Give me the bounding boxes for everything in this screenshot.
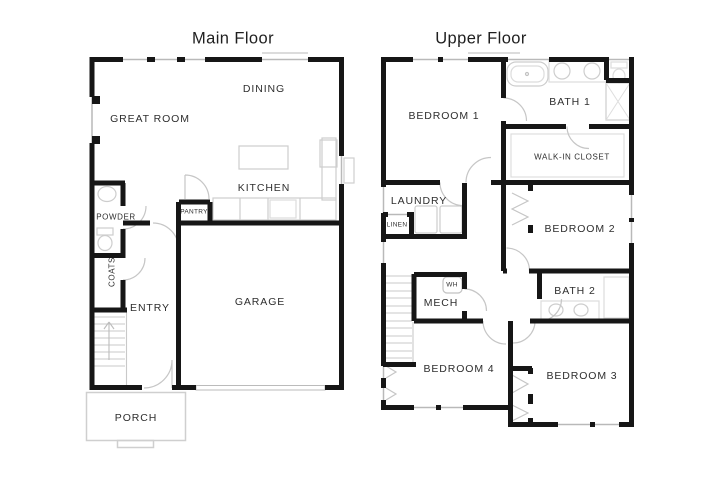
room-label-garage: GARAGE — [234, 296, 286, 308]
room-label-bedroom-3: BEDROOM 3 — [546, 370, 618, 382]
main-floor-windows — [91, 52, 343, 184]
upper-floor-plan — [381, 52, 634, 427]
room-label-bedroom-1: BEDROOM 1 — [408, 110, 480, 122]
main-floor-title: Main Floor — [192, 29, 274, 48]
label-water-heater: WH — [446, 281, 458, 289]
room-label-powder: POWDER — [96, 212, 136, 222]
main-floor-walls — [89, 57, 344, 390]
garage-door — [195, 385, 326, 391]
porch-outline — [85, 391, 187, 449]
room-label-bedroom-4: BEDROOM 4 — [423, 363, 495, 375]
main-floor-door-swings — [122, 174, 210, 389]
main-floor-stairs — [93, 312, 128, 387]
room-label-bath-2: BATH 2 — [554, 285, 596, 297]
main-floor-plan — [85, 52, 355, 449]
room-label-kitchen: KITCHEN — [237, 182, 291, 194]
main-floor-fixtures — [96, 137, 355, 252]
room-label-mech: MECH — [423, 297, 459, 309]
room-label-walk-in-closet: WALK-IN CLOSET — [534, 152, 610, 162]
room-label-coats: COATS — [107, 257, 117, 287]
room-label-porch: PORCH — [114, 412, 158, 424]
closet-door-chevrons — [385, 192, 530, 422]
room-label-laundry: LAUNDRY — [390, 195, 448, 207]
room-label-linen: LINEN — [386, 221, 408, 229]
room-label-bath-1: BATH 1 — [549, 96, 591, 108]
room-label-pantry: PANTRY — [180, 208, 208, 216]
room-label-bedroom-2: BEDROOM 2 — [544, 223, 616, 235]
room-label-entry: ENTRY — [130, 302, 170, 314]
room-label-great-room: GREAT ROOM — [110, 113, 190, 125]
upper-floor-windows — [382, 52, 633, 426]
room-label-dining: DINING — [242, 83, 286, 95]
upper-floor-walls — [381, 57, 634, 427]
upper-floor-title: Upper Floor — [435, 29, 527, 48]
upper-floor-stairs — [386, 275, 414, 362]
upper-floor-door-swings — [439, 97, 590, 345]
